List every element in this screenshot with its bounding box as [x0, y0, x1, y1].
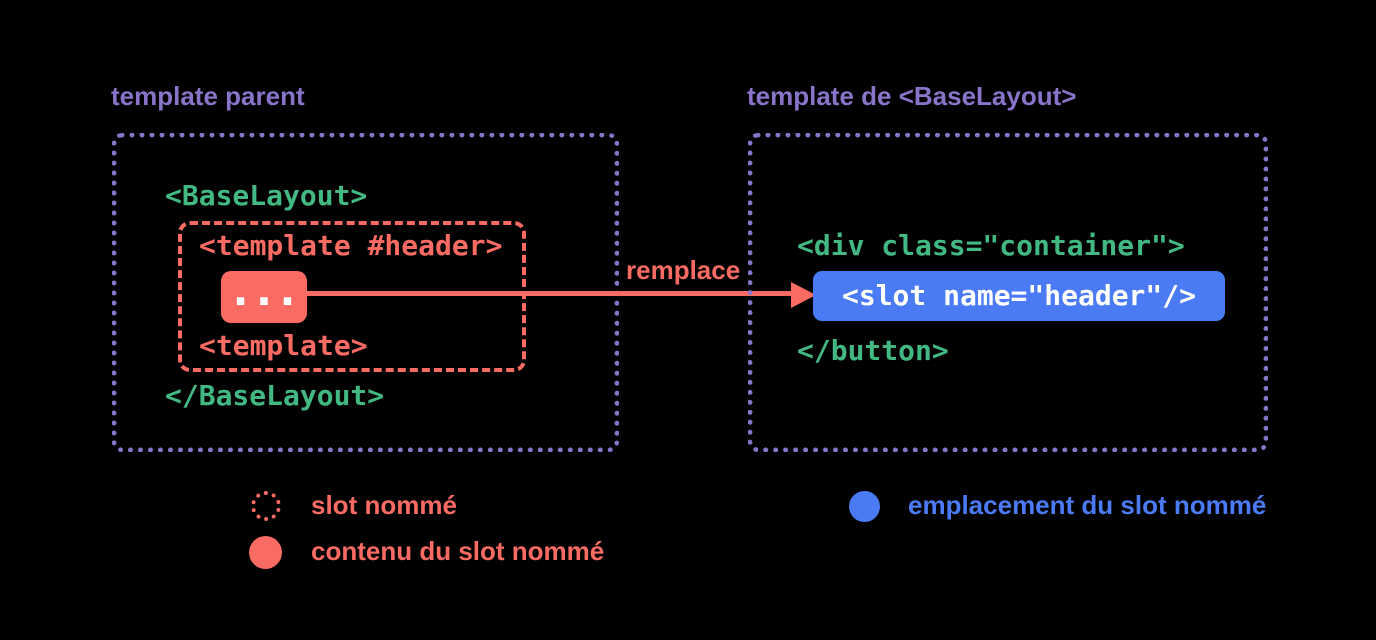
button-close-tag: </button> — [797, 334, 949, 367]
div-container-open-tag: <div class="container"> — [797, 229, 1185, 262]
legend-dotted-ring-icon — [251, 491, 281, 521]
replace-arrow-label: remplace — [626, 255, 741, 285]
template-close-tag: <template> — [199, 329, 368, 362]
legend-red-circle-icon — [249, 536, 282, 569]
named-slot-dashed-box — [178, 221, 526, 372]
right-panel-title: template de <BaseLayout> — [747, 81, 1077, 111]
slot-content-chip: ... — [221, 262, 307, 323]
baselayout-template-box — [748, 133, 1268, 452]
baselayout-close-tag: </BaseLayout> — [165, 379, 385, 412]
baselayout-open-tag: <BaseLayout> — [165, 179, 368, 212]
legend-label-named-slot: slot nommé — [311, 490, 457, 520]
ellipsis-placeholder: ... — [233, 259, 304, 317]
slot-outlet-code: <slot name="header"/> — [841, 279, 1196, 312]
template-header-open-tag: <template #header> — [199, 229, 503, 262]
replace-arrow-line — [307, 291, 792, 296]
left-panel-title: template parent — [111, 81, 305, 111]
slot-outlet-chip: <slot name="header"/> — [813, 271, 1225, 321]
legend-label-slot-content: contenu du slot nommé — [311, 536, 605, 566]
legend-blue-circle-icon — [849, 491, 880, 522]
legend-label-slot-outlet: emplacement du slot nommé — [908, 490, 1267, 520]
replace-arrow-head-icon — [791, 282, 816, 308]
